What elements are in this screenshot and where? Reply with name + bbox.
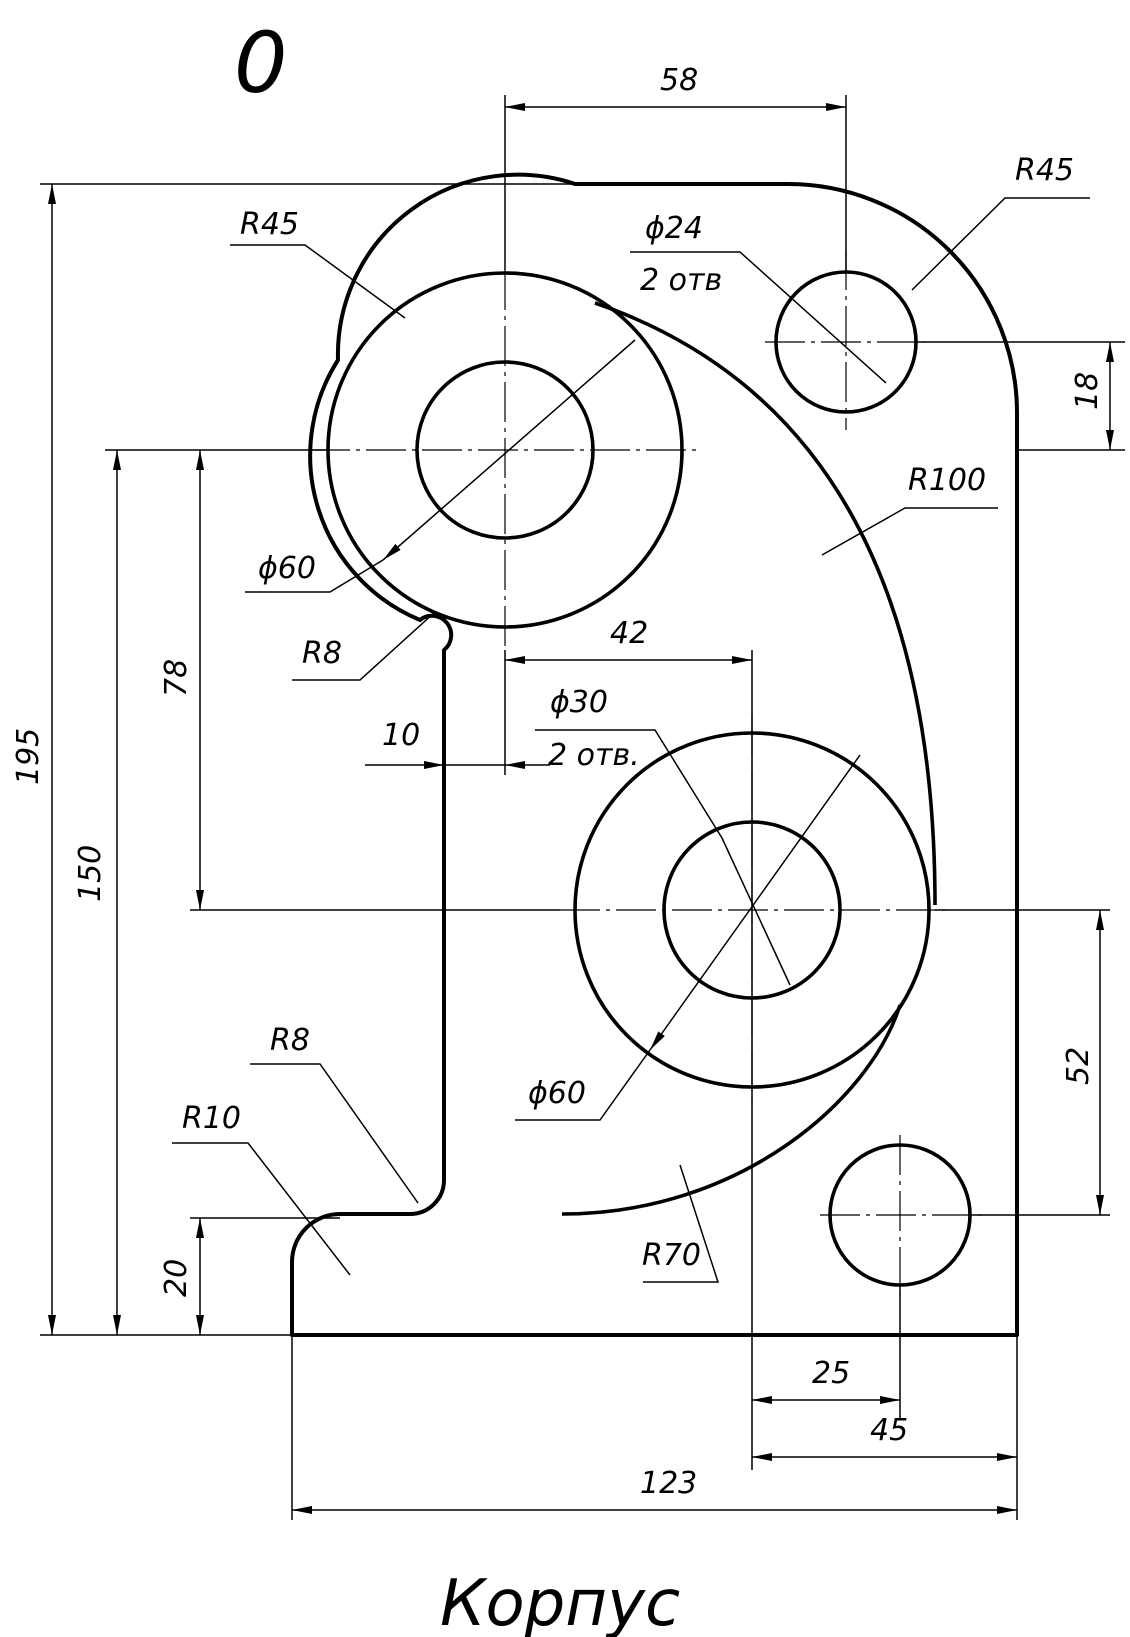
dim-58: 58: [660, 63, 698, 98]
dimension-lines: [48, 103, 1114, 1514]
dim-45: 45: [870, 1413, 908, 1448]
leader-r8-upper: [292, 611, 436, 681]
leader-d60-lower: [649, 754, 861, 1051]
dim-r10: R10: [182, 1101, 241, 1136]
dim-78: 78: [159, 659, 194, 697]
dim-195: 195: [11, 728, 46, 785]
drawing-title: Корпус: [440, 1567, 680, 1637]
inner-contours: [326, 270, 972, 1287]
dim-holes-2-large: 2 отв.: [548, 738, 640, 773]
dim-r8-upper: R8: [302, 636, 342, 671]
dim-d60-upper: ϕ60: [258, 551, 316, 586]
dim-r70: R70: [642, 1238, 701, 1273]
leader-d30-through: [721, 837, 791, 986]
variant-label: 0: [234, 14, 287, 112]
dim-25: 25: [812, 1356, 850, 1391]
dimension-texts: 58 R45 R45 ϕ24 2 отв R100 ϕ60 R8 42 ϕ30 …: [11, 63, 1105, 1501]
dim-42: 42: [610, 616, 648, 651]
dim-123: 123: [640, 1466, 697, 1501]
leader-d30: [535, 729, 723, 839]
dim-r45-left: R45: [240, 207, 299, 242]
r100-arc: [594, 301, 937, 906]
leader-d60-upper-tail: [245, 559, 384, 593]
leader-d60-upper: [382, 339, 636, 561]
upper-hole: [415, 360, 595, 540]
dim-d30: ϕ30: [550, 685, 608, 720]
r70-arc: [561, 1004, 902, 1216]
dim-d60-lower: ϕ60: [528, 1076, 586, 1111]
leader-d24: [630, 251, 887, 384]
dim-r100: R100: [908, 463, 986, 498]
part-outline: [290, 172, 1019, 1337]
dim-150: 150: [73, 845, 108, 902]
leader-r45-right: [911, 197, 1090, 291]
leader-r45-left: [230, 244, 406, 319]
dim-18: 18: [1070, 372, 1105, 410]
leader-r100: [821, 507, 998, 556]
leader-r70: [643, 1164, 720, 1283]
extension-lines: [40, 95, 1125, 1520]
dim-20: 20: [159, 1259, 194, 1297]
dim-r8-lower: R8: [270, 1023, 310, 1058]
dim-10: 10: [382, 718, 420, 753]
center-lines: [310, 250, 985, 1295]
dim-52: 52: [1061, 1047, 1096, 1085]
dim-holes-2-small: 2 отв: [640, 263, 722, 298]
leader-d60-lower-tail: [515, 1049, 651, 1121]
leader-r10: [172, 1142, 351, 1276]
leader-r8-lower: [250, 1063, 419, 1204]
dim-d24: ϕ24: [645, 211, 703, 246]
dim-r45-right: R45: [1015, 153, 1074, 188]
leader-lines: [172, 197, 1090, 1283]
